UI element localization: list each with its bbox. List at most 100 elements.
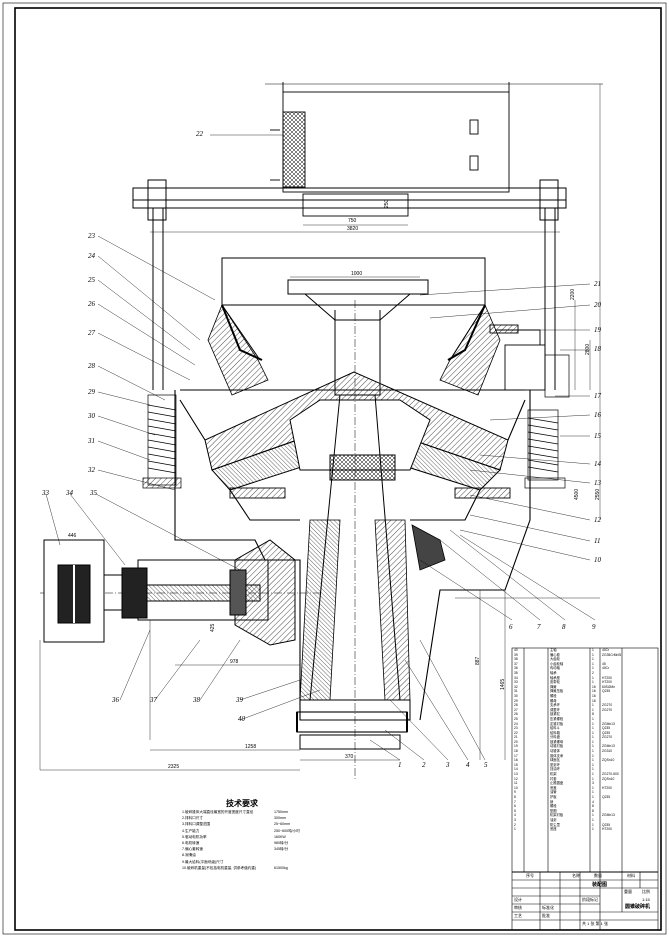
bom-cell-qty: 1: [592, 730, 594, 735]
tb-standard: 标准化: [542, 905, 554, 910]
part-label-24: 24: [88, 252, 95, 260]
bom-cell-no: 28: [514, 703, 518, 708]
part-label-18: 18: [594, 345, 601, 353]
bom-cell-mat: Q235: [602, 730, 611, 735]
bom-cell-name: 锁紧缸: [550, 712, 560, 717]
part-label-28: 28: [88, 362, 95, 370]
dim-2325: 2325: [168, 764, 180, 770]
part-label-26: 26: [88, 300, 95, 308]
bom-cell-mat: HT200: [602, 680, 612, 685]
bom-cell-no: 29: [514, 698, 518, 703]
bom-cell-qty: 1: [592, 661, 594, 666]
tb-checker: 审核: [514, 905, 522, 910]
bom-cell-mat: ZG270: [602, 707, 613, 712]
bom-cell-name: 防尘罩: [550, 822, 560, 827]
part-label-30: 30: [88, 412, 95, 420]
bom-cell-qty: 1: [592, 707, 594, 712]
dim-4500: 4500: [574, 488, 580, 500]
part-label-35: 35: [90, 489, 97, 497]
bom-cell-qty: 3: [592, 781, 594, 786]
part-label-17: 17: [594, 392, 601, 400]
bom-cell-qty: 1: [592, 648, 594, 652]
tb-weight-label: 重量: [624, 889, 632, 894]
part-label-1: 1: [398, 761, 402, 769]
bom-cell-qty: 1: [592, 817, 594, 822]
bom-cell-name: 销: [550, 799, 554, 804]
eccentric-bushing: [299, 519, 446, 701]
bom-cell-name: 主轴: [550, 648, 557, 652]
bom-cell-name: 支承环: [550, 703, 560, 708]
part-label-23: 23: [88, 232, 95, 240]
spring-left: [142, 394, 182, 489]
bom-cell-qty: 1: [592, 822, 594, 827]
part-label-22: 22: [196, 130, 203, 138]
bom-cell-mat: Q235: [602, 795, 611, 799]
bom-cell-no: 20: [514, 739, 518, 744]
bom-cell-name: 机架: [550, 772, 557, 777]
part-label-3: 3: [446, 761, 450, 769]
bom-cell-qty: 1: [592, 767, 594, 772]
part-label-27: 27: [88, 329, 95, 337]
bom-cell-qty: 1: [592, 813, 594, 818]
bom-cell-name: 螺栓: [550, 693, 557, 698]
dim-425: 425: [210, 623, 216, 632]
bom-cell-name: 机架衬板: [550, 813, 564, 818]
bom-cell-mat: ZGMn13: [602, 813, 615, 818]
bom-grid: [511, 647, 659, 931]
bom-cell-name: 止推圆盘: [550, 781, 564, 786]
bom-cell-mat: HT200: [602, 827, 612, 832]
bom-cell-name: 动锥体: [550, 749, 560, 754]
bom-cell-qty: 1: [592, 735, 594, 740]
bom-cell-name: 球面瓦: [550, 758, 560, 763]
bom-cell-no: 34: [514, 675, 518, 680]
bom-cell-name: 大齿轮: [550, 657, 560, 662]
part-label-36: 36: [112, 696, 119, 704]
bom-cell-qty: 1: [592, 795, 594, 799]
bom-cell-no: 15: [514, 762, 518, 767]
bom-cell-no: 16: [514, 758, 518, 763]
bom-cell-name: 偏心套: [550, 652, 560, 657]
bom-cell-no: 13: [514, 772, 518, 777]
feed-box: [265, 82, 603, 217]
dimension-lines: [39, 84, 601, 771]
bom-cell-mat: ZG270: [602, 703, 613, 708]
bom-cell-mat: ZG310: [602, 749, 613, 754]
drive-shaft-housing: [40, 539, 320, 646]
part-label-9: 9: [592, 623, 596, 631]
bom-cell-qty: 4: [592, 799, 594, 804]
bom-cell-name: 调整环: [550, 707, 560, 712]
bom-cell-no: 6: [514, 804, 516, 809]
bom-cell-mat: ZQSn10: [602, 758, 615, 763]
bom-cell-mat: ZG270: [602, 735, 613, 740]
bom-cell-no: 38: [514, 657, 518, 662]
bom-cell-qty: 1: [592, 716, 594, 721]
tb-header-no: 序号: [526, 873, 534, 878]
bom-cell-mat: 60Si2Mn: [602, 684, 616, 689]
bom-cell-qty: 1: [592, 675, 594, 680]
bom-cell-no: 9: [514, 790, 516, 795]
bom-cell-mat: 40Cr: [602, 666, 610, 671]
tb-product: 圆锥破碎机: [625, 904, 651, 910]
bom-cell-no: 37: [514, 661, 518, 666]
dim-446: 446: [68, 533, 77, 539]
bom-cell-name: 定锥衬板: [550, 721, 564, 726]
